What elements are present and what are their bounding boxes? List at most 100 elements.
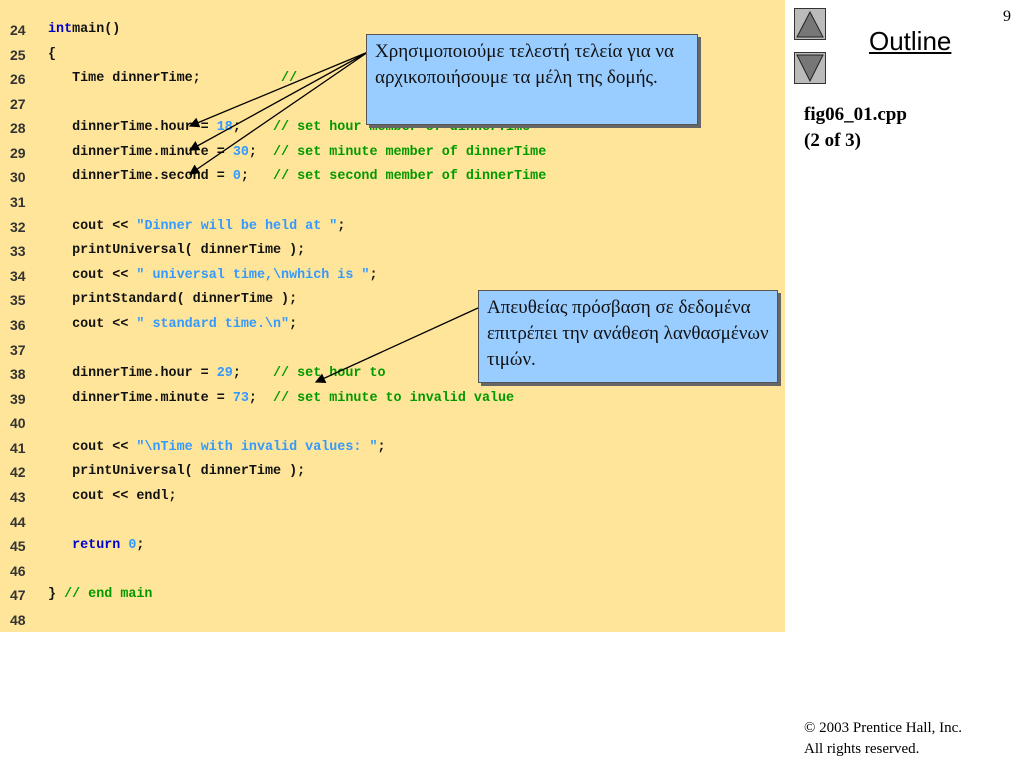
token: printUniversal( dinnerTime );: [48, 243, 306, 259]
token: ;: [248, 390, 274, 406]
token-num: 30: [232, 144, 249, 160]
code-text: Time dinnerTime; //: [48, 67, 297, 91]
line-number: 37: [10, 341, 26, 358]
figure-caption: fig06_01.cpp (2 of 3): [804, 102, 907, 154]
token: main(): [72, 22, 121, 37]
token: cout <<: [48, 218, 137, 234]
callout-dot-operator: Χρησιμοποιούμε τελεστή τελεία για να αρχ…: [366, 34, 698, 125]
line-number: 42: [10, 464, 26, 481]
code-text: {: [48, 43, 56, 67]
token: ;: [136, 538, 145, 554]
line-number: 47: [10, 587, 26, 604]
token: Time dinnerTime;: [48, 71, 282, 87]
code-text: cout << "\nTime with invalid values: ";: [48, 436, 386, 460]
token: }: [48, 587, 65, 603]
token-kw: return: [72, 538, 121, 554]
code-text: dinnerTime.hour = 29; // set hour to: [48, 362, 386, 386]
code-text: printStandard( dinnerTime );: [48, 288, 297, 312]
line-number: 35: [10, 292, 26, 309]
line-number: 43: [10, 489, 26, 506]
token-num: 29: [216, 366, 233, 382]
line-number: 28: [10, 120, 26, 137]
token: cout <<: [48, 316, 137, 332]
line-number: 44: [10, 513, 26, 530]
token: ;: [232, 120, 274, 136]
token-str: "Dinner will be held at ": [136, 218, 338, 234]
code-text: dinnerTime.second = 0; // set second mem…: [48, 165, 546, 189]
rights: All rights reserved.: [804, 741, 920, 757]
token: dinnerTime.minute =: [48, 390, 233, 406]
line-number: 34: [10, 267, 26, 284]
line-number: 25: [10, 46, 26, 63]
outline-link[interactable]: Outline: [869, 26, 952, 56]
line-number: 26: [10, 71, 26, 88]
line-number: 38: [10, 366, 26, 383]
previous-slide-button[interactable]: [794, 8, 826, 40]
code-text: cout << " universal time,\nwhich is ";: [48, 264, 378, 288]
token: dinnerTime.minute =: [48, 144, 233, 160]
token: dinnerTime.hour =: [48, 366, 217, 382]
line-number: 24: [10, 22, 26, 38]
token-num: 18: [216, 120, 233, 136]
token: ;: [337, 218, 346, 234]
code-text: return 0;: [48, 534, 144, 558]
line-number: 41: [10, 439, 26, 456]
line-number: 29: [10, 144, 26, 161]
token: ;: [369, 267, 378, 283]
code-text: cout << endl;: [48, 485, 176, 509]
line-number: 39: [10, 390, 26, 407]
token-cm: // set hour to: [273, 366, 386, 382]
token: cout <<: [48, 439, 137, 455]
token-num: 73: [232, 390, 249, 406]
token: ;: [232, 366, 274, 382]
token-cm: //: [281, 71, 298, 87]
line-number: 32: [10, 218, 26, 235]
line-number: 30: [10, 169, 26, 186]
code-text: cout << " standard time.\n";: [48, 313, 297, 337]
line-number: 40: [10, 415, 26, 432]
copyright: © 2003 Prentice Hall, Inc.: [804, 720, 963, 736]
token-kw: int: [48, 22, 73, 37]
line-number: 45: [10, 538, 26, 555]
slide-number: 9: [1003, 8, 1011, 25]
token: {: [48, 46, 57, 62]
code-text: intmain(): [48, 18, 120, 42]
token-cm: // end main: [64, 587, 153, 603]
token-str: "\nTime with invalid values: ": [136, 439, 378, 455]
file-name: fig06_01.cpp: [804, 104, 907, 125]
token: printStandard( dinnerTime );: [48, 292, 298, 308]
part-label: (2 of 3): [804, 130, 861, 151]
line-number: 48: [10, 611, 26, 628]
token: dinnerTime.hour =: [48, 120, 217, 136]
token-num: 0: [128, 538, 137, 554]
line-number: 33: [10, 243, 26, 260]
token-cm: // set minute member of dinnerTime: [273, 144, 547, 160]
code-text: cout << "Dinner will be held at ";: [48, 215, 345, 239]
code-text: printUniversal( dinnerTime );: [48, 239, 305, 263]
token-str: " universal time,\nwhich is ": [136, 267, 370, 283]
code-text: dinnerTime.minute = 73; // set minute to…: [48, 387, 514, 411]
token: cout <<: [48, 267, 137, 283]
line-number: 36: [10, 316, 26, 333]
line-number: 46: [10, 562, 26, 579]
code-text: } // end main: [48, 583, 152, 607]
token-str: " standard time.\n": [136, 316, 290, 332]
token: ;: [248, 144, 274, 160]
token: ;: [289, 316, 298, 332]
token-cm: // set second member of dinnerTime: [273, 169, 547, 185]
next-slide-button[interactable]: [794, 52, 826, 84]
token: dinnerTime.second =: [48, 169, 233, 185]
triangle-up-icon: [796, 10, 824, 38]
token: ;: [377, 439, 386, 455]
triangle-down-icon: [796, 54, 824, 83]
code-text: printUniversal( dinnerTime );: [48, 460, 305, 484]
line-number: 27: [10, 95, 26, 112]
token: [48, 538, 72, 553]
token-num: 0: [232, 169, 241, 185]
code-text: dinnerTime.minute = 30; // set minute me…: [48, 141, 546, 165]
token-cm: // set minute to invalid value: [273, 390, 515, 406]
token: printUniversal( dinnerTime );: [48, 464, 306, 480]
copyright-notice: © 2003 Prentice Hall, Inc. All rights re…: [804, 718, 962, 760]
token: ;: [240, 169, 274, 185]
line-number: 31: [10, 194, 26, 211]
